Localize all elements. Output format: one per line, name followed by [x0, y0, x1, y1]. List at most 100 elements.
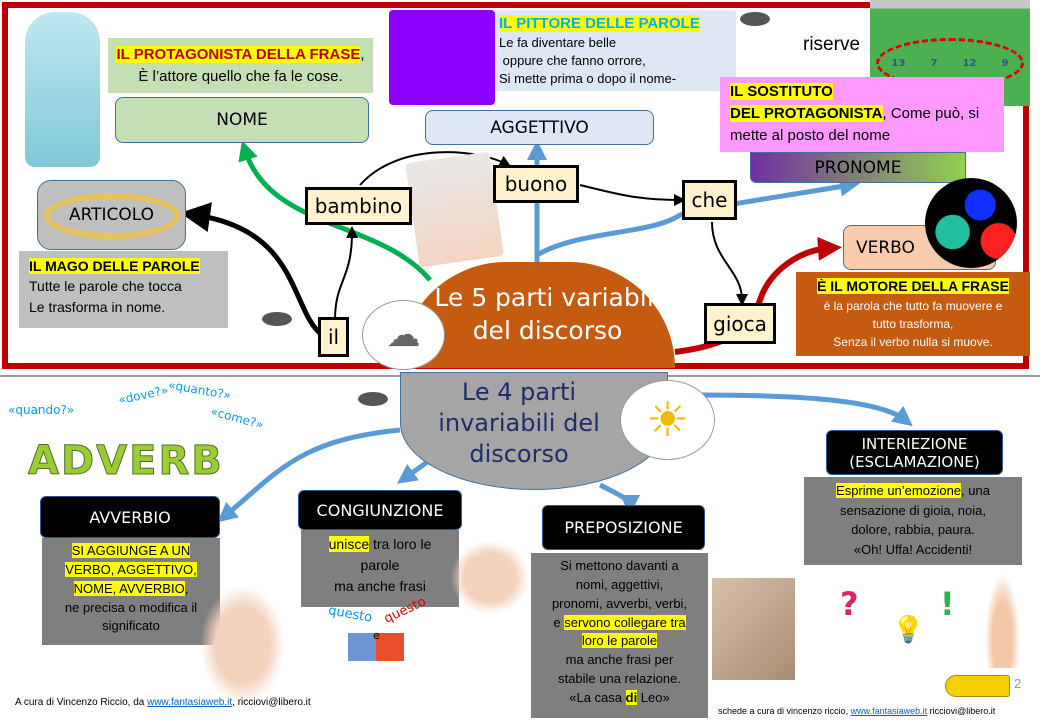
- gears-image: [925, 178, 1017, 268]
- aggettivo-description: IL PITTORE DELLE PAROLE Le fa diventare …: [495, 10, 736, 91]
- aggettivo-label: AGGETTIVO: [490, 117, 589, 138]
- question-exclamation-image: ? 💡 !: [840, 585, 955, 645]
- line: ma anche frasi: [334, 578, 426, 594]
- example: «La casa: [569, 689, 626, 705]
- footer-link[interactable]: www.fantasiaweb.it: [147, 697, 233, 708]
- line: SI AGGIUNGE A UN: [71, 543, 191, 558]
- adverb-word: ADVERB: [28, 438, 224, 485]
- line: e: [553, 614, 565, 630]
- congiunzione-header: CONGIUNZIONE: [298, 490, 462, 530]
- line: sensazione di gioia, noia,: [840, 502, 986, 518]
- invariabili-title: discorso: [469, 440, 569, 469]
- comma: ,: [360, 46, 365, 63]
- nome-label: NOME: [216, 110, 268, 130]
- invariabili-title: invariabili del: [438, 409, 600, 438]
- pronome-title: IL SOSTITUTO: [730, 83, 833, 100]
- line: Si mette prima o dopo il nome-: [499, 71, 677, 87]
- invariabili-title: Le 4 parti: [461, 378, 577, 406]
- knight-image: [25, 12, 100, 167]
- chain-image: [44, 193, 180, 239]
- line: tutto trasforma,: [872, 317, 954, 331]
- example: Leo»: [637, 689, 670, 705]
- jersey: 9: [1001, 57, 1009, 69]
- line: significato: [102, 618, 160, 634]
- line: , una: [961, 483, 990, 498]
- footer-text: schede a cura di vincenzo riccio,: [718, 706, 851, 716]
- pointing-hand-icon[interactable]: [945, 675, 1010, 697]
- highlight: loro le parole: [581, 633, 658, 649]
- line: stabile una relazione.: [558, 671, 681, 687]
- avverbio-label: AVVERBIO: [89, 507, 171, 527]
- line: nomi, aggettivi,: [575, 576, 664, 592]
- interiezione-label: (ESCLAMAZIONE): [849, 452, 980, 471]
- line: ma anche frasi per: [565, 652, 674, 668]
- pronome-box: PRONOME: [750, 152, 966, 183]
- mouse-icon: [262, 312, 292, 326]
- line: oppure che fanno orrore,: [502, 53, 646, 69]
- highlight: di: [625, 689, 638, 705]
- riserve-label: riserve: [803, 34, 861, 55]
- word-che: che: [682, 180, 737, 220]
- arrow-to-preposizione: [598, 482, 640, 515]
- adverb-image: «quando?» «dove?» «quanto?» «come?» ADVE…: [8, 378, 265, 485]
- painter-image: [389, 10, 495, 105]
- pronome-label: PRONOME: [814, 157, 902, 178]
- nome-title: IL PROTAGONISTA DELLA FRASE: [116, 46, 361, 63]
- line: NOME, AVVERBIO: [73, 580, 185, 596]
- jersey: 7: [930, 57, 938, 69]
- finger-up-image: [985, 573, 1020, 668]
- preposizione-header: PREPOSIZIONE: [542, 505, 705, 550]
- articolo-box: ARTICOLO: [37, 180, 186, 250]
- thumb-down-image: [712, 578, 795, 680]
- avverbio-header: AVVERBIO: [40, 496, 220, 538]
- line: Si mettono davanti a: [560, 558, 679, 573]
- line: Le fa diventare belle: [499, 35, 617, 50]
- articolo-description: IL MAGO DELLE PAROLE Tutte le parole che…: [19, 251, 228, 328]
- aggettivo-box: AGGETTIVO: [425, 110, 654, 145]
- mouse-icon: [740, 12, 770, 26]
- footer-text: ricciovi@libero.it: [927, 706, 996, 716]
- arrow-to-articolo: [180, 202, 324, 337]
- word-bambino: bambino: [305, 187, 412, 225]
- jersey: 13: [891, 57, 906, 69]
- hand-image: [200, 585, 285, 705]
- word-buono: buono: [493, 165, 579, 203]
- word-il: il: [318, 317, 349, 357]
- mouse-icon: [358, 392, 388, 406]
- verbo-label: VERBO: [856, 237, 915, 258]
- footer-text: A cura di Vincenzo Riccio, da: [15, 697, 148, 708]
- arrow-to-avverbio: [217, 427, 401, 523]
- puzzle-word: questo: [327, 603, 374, 626]
- sun-icon: ☀: [620, 380, 715, 460]
- line: VERBO, AGGETTIVO,: [65, 561, 197, 577]
- aggettivo-title: IL PITTORE DELLE PAROLE: [499, 15, 700, 32]
- line: parole: [360, 557, 400, 573]
- line: pronomi, avverbi, verbi,: [551, 595, 688, 611]
- pronome-title: DEL PROTAGONISTA: [730, 104, 883, 122]
- jersey: 12: [962, 57, 977, 69]
- line: , Come può, si: [882, 104, 980, 122]
- line: «Oh! Uffa! Accidenti!: [853, 541, 973, 557]
- footer-link[interactable]: www.fantasiaweb.it: [850, 706, 928, 716]
- word-gioca: gioca: [704, 303, 776, 344]
- congiunzione-description: unisce tra loro le parole ma anche frasi: [301, 530, 459, 607]
- interiezione-label: INTERIEZIONE: [861, 434, 968, 453]
- arrow-to-interiezione: [699, 392, 913, 427]
- question: «quando?»: [8, 403, 75, 417]
- line: è la parola che tutto fa muovere e: [823, 299, 1003, 313]
- nome-description: IL PROTAGONISTA DELLA FRASE, È l’attore …: [108, 38, 373, 93]
- nome-desc: È l’attore quello che fa le cose.: [138, 67, 343, 85]
- page-number: 2: [1014, 676, 1022, 691]
- preposizione-label: PREPOSIZIONE: [564, 518, 683, 537]
- preposizione-description: Si mettono davanti a nomi, aggettivi, pr…: [531, 553, 708, 718]
- line: dolore, rabbia, paura.: [851, 522, 975, 537]
- variabili-title: Le 5 parti variabili: [434, 283, 661, 312]
- variabili-title: del discorso: [472, 315, 623, 345]
- pronome-description: IL SOSTITUTO DEL PROTAGONISTA, Come può,…: [720, 77, 1004, 152]
- footer-right: schede a cura di vincenzo riccio, www.fa…: [718, 706, 995, 716]
- line: mette al posto del nome: [730, 126, 891, 144]
- line: Senza il verbo nulla si muove.: [833, 335, 993, 349]
- puzzle-image: questo questo e: [325, 594, 435, 695]
- line: tra loro le: [369, 536, 432, 552]
- verbo-title: È IL MOTORE DELLA FRASE: [817, 278, 1009, 294]
